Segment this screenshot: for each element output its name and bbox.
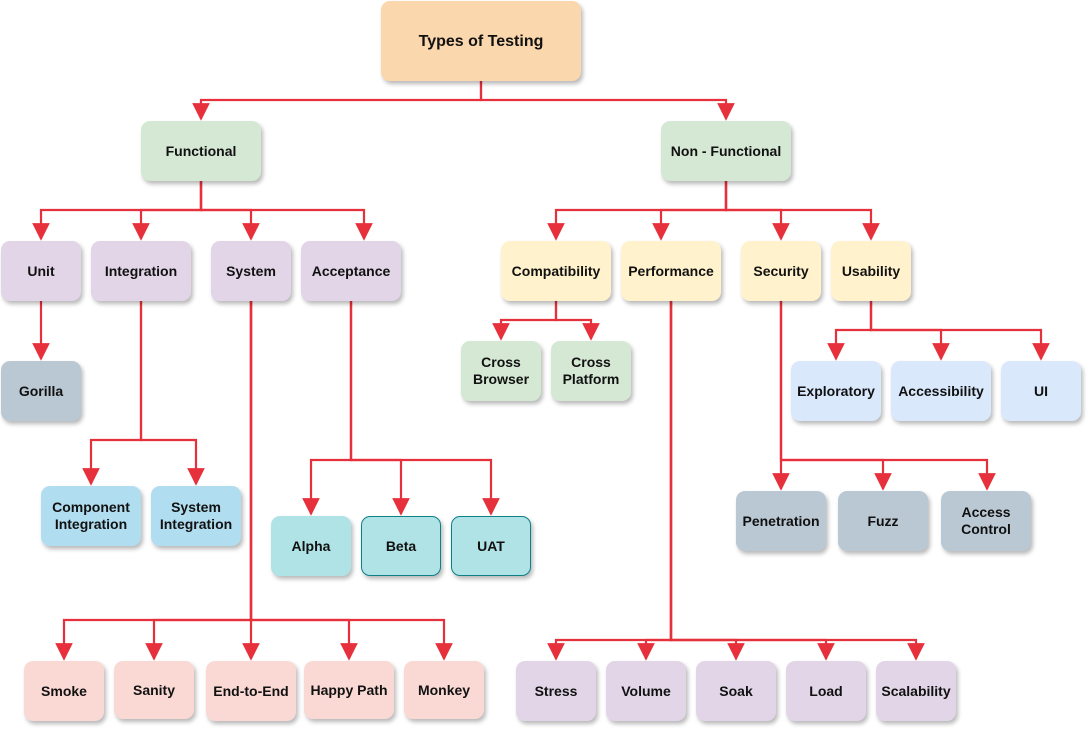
- connector-functional-integration: [132, 181, 203, 241]
- stress-node: Stress: [516, 661, 596, 721]
- monkey-node: Monkey: [404, 661, 484, 719]
- smoke-node: Smoke: [24, 661, 104, 721]
- exploratory-node: Exploratory: [791, 361, 881, 421]
- connector-usability-exploratory: [827, 301, 873, 361]
- connector-acceptance-beta: [349, 301, 410, 516]
- connector-integration-system: [139, 301, 205, 486]
- functional-node: Functional: [141, 121, 261, 181]
- connector-system-happypath: [249, 301, 358, 661]
- happy-path-node: Happy Path: [304, 661, 394, 719]
- connector-functional-acceptance: [199, 181, 373, 241]
- system-integration-node: System Integration: [151, 486, 241, 546]
- unit-node: Unit: [1, 241, 81, 301]
- connector-performance-scalability: [669, 301, 925, 661]
- usability-node: Usability: [831, 241, 911, 301]
- accessibility-node: Accessibility: [891, 361, 991, 421]
- system-node: System: [211, 241, 291, 301]
- connector-acceptance-alpha: [302, 301, 353, 516]
- connector-compat-crossplatform: [554, 301, 600, 341]
- connector-compat-crossbrowser: [492, 301, 558, 341]
- volume-node: Volume: [606, 661, 686, 721]
- connector-system-monkey: [249, 301, 453, 661]
- soak-node: Soak: [696, 661, 776, 721]
- sanity-node: Sanity: [114, 661, 194, 719]
- scalability-node: Scalability: [876, 661, 956, 721]
- beta-node: Beta: [361, 516, 441, 576]
- connector-security-accesscontrol: [779, 301, 996, 491]
- end-to-end-node: End-to-End: [206, 661, 296, 721]
- uat-node: UAT: [451, 516, 531, 576]
- performance-node: Performance: [621, 241, 721, 301]
- gorilla-node: Gorilla: [1, 361, 81, 421]
- root-node: Types of Testing: [381, 1, 581, 81]
- connector-performance-soak: [669, 301, 745, 661]
- connector-system-sanity: [145, 301, 253, 661]
- connector-acceptance-uat: [349, 301, 500, 516]
- access-control-node: Access Control: [941, 491, 1031, 551]
- connector-nonfunctional-usability: [724, 181, 880, 241]
- non-functional-node: Non - Functional: [661, 121, 791, 181]
- integration-node: Integration: [91, 241, 191, 301]
- component-integration-node: Component Integration: [41, 486, 141, 546]
- connector-performance-load: [669, 301, 835, 661]
- penetration-node: Penetration: [736, 491, 826, 551]
- cross-browser-node: Cross Browser: [461, 341, 541, 401]
- cross-platform-node: Cross Platform: [551, 341, 631, 401]
- connector-root-functional: [192, 81, 483, 121]
- connector-integration-component: [82, 301, 143, 486]
- connector-nonfunctional-performance: [652, 181, 728, 241]
- fuzz-node: Fuzz: [838, 491, 928, 551]
- acceptance-node: Acceptance: [301, 241, 401, 301]
- compatibility-node: Compatibility: [501, 241, 611, 301]
- connector-root-nonfunctional: [479, 81, 735, 121]
- alpha-node: Alpha: [271, 516, 351, 576]
- security-node: Security: [741, 241, 821, 301]
- connector-usability-ui: [869, 301, 1050, 361]
- load-node: Load: [786, 661, 866, 721]
- connector-performance-volume: [637, 301, 673, 661]
- ui-node: UI: [1001, 361, 1081, 421]
